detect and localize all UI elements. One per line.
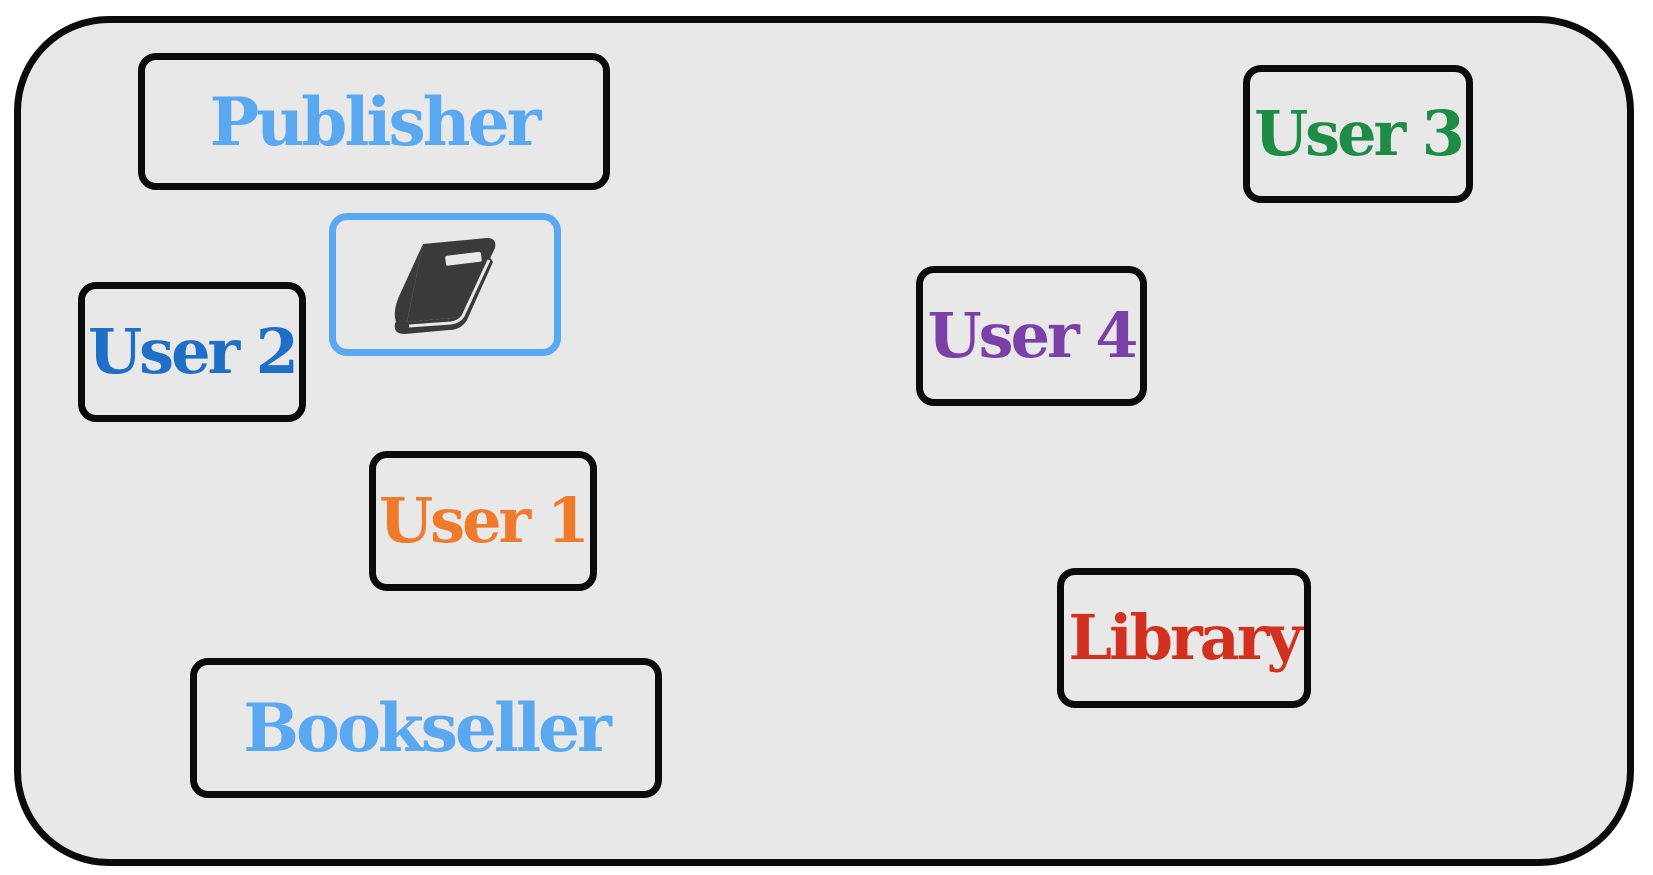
user1-node: User 1: [369, 451, 597, 591]
bookseller-node: Bookseller: [190, 658, 662, 798]
user3-label: User 3: [1254, 97, 1465, 170]
user1-label: User 1: [379, 484, 590, 557]
user4-node: User 4: [916, 266, 1147, 406]
library-label: Library: [1068, 601, 1302, 674]
user4-label: User 4: [927, 299, 1139, 372]
book-icon: [394, 237, 496, 334]
bookseller-label: Bookseller: [243, 689, 612, 767]
publisher-node: Publisher: [138, 53, 610, 190]
publisher-label: Publisher: [209, 82, 542, 161]
user2-node: User 2: [78, 282, 306, 422]
library-node: Library: [1057, 568, 1311, 708]
user2-label: User 2: [88, 315, 299, 388]
user3-node: User 3: [1243, 65, 1473, 203]
book-node: [329, 213, 561, 356]
